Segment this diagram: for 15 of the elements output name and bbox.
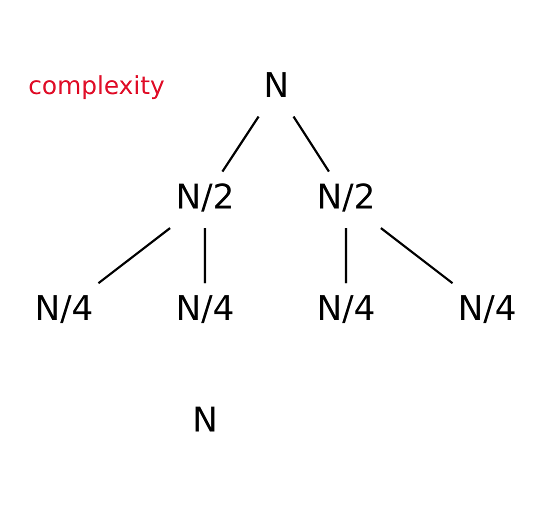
node-text: N/4 xyxy=(458,288,516,328)
connector xyxy=(344,228,348,283)
node-text: N/4 xyxy=(316,288,376,328)
label: N xyxy=(192,400,218,440)
node-text: N/4 xyxy=(176,288,234,328)
node-text: N/2 xyxy=(176,176,234,217)
connector xyxy=(204,228,206,283)
node-text: N/2 xyxy=(316,176,376,217)
connector xyxy=(292,115,330,172)
connector xyxy=(221,115,260,172)
label: complexity xyxy=(28,70,165,100)
node-text: N xyxy=(264,65,290,106)
connector xyxy=(380,226,454,284)
node-text: N/4 xyxy=(34,288,94,328)
connector xyxy=(98,226,171,284)
